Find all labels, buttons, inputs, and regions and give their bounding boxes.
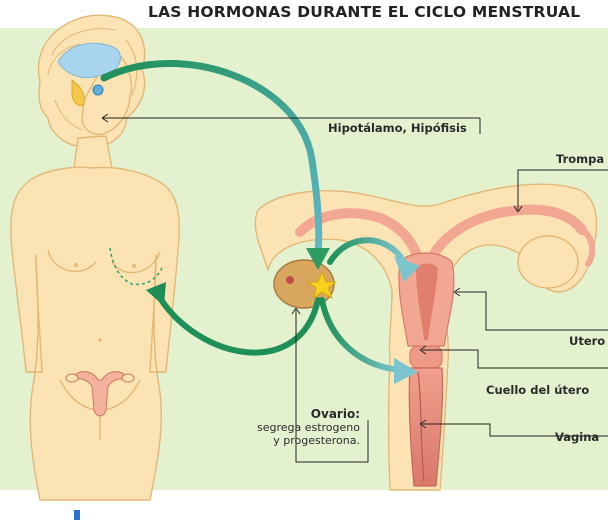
label-utero: Utero [569,334,605,348]
label-vagina: Vagina [555,430,599,444]
blue-mark [74,510,80,520]
page-title: LAS HORMONAS DURANTE EL CICLO MENSTRUAL [148,3,580,21]
label-ovario-desc-1: segrega estrogeno [236,421,360,434]
hypothalamus-dot [93,85,103,95]
label-cuello-del-utero: Cuello del útero [486,383,589,397]
label-trompa: Trompa [556,152,604,166]
label-hipotalamo: Hipotálamo, Hipófisis [328,121,467,135]
label-ovario: Ovario: segrega estrogeno y progesterona… [236,408,360,447]
label-ovario-title: Ovario: [236,408,360,421]
label-ovario-desc-2: y progesterona. [236,434,360,447]
